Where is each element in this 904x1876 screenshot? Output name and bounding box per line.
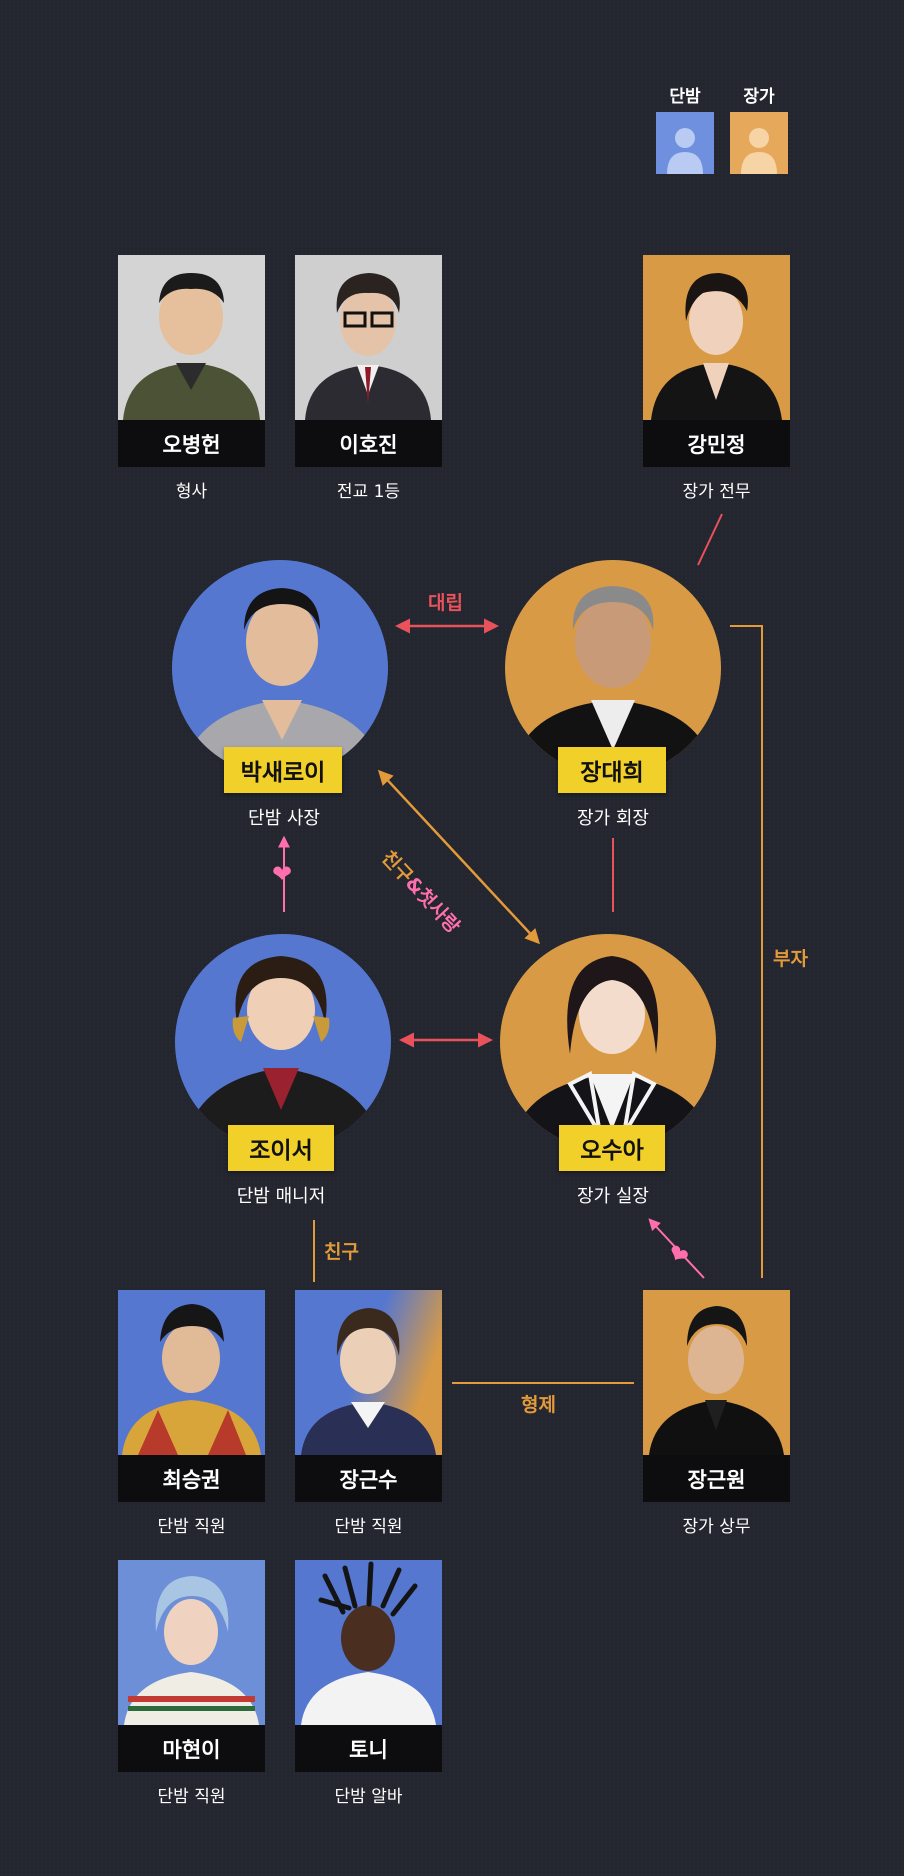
portrait-photo <box>643 1290 790 1455</box>
card-role: 단밤 알바 <box>334 1787 403 1807</box>
role-jo-yiseo: 단밤 매니저 <box>236 1186 326 1207</box>
portrait-photo <box>643 255 790 420</box>
relation-label-friend: 친구 <box>324 1241 359 1263</box>
card-jang-geunsu[interactable]: 장근수 단밤 직원 <box>295 1290 442 1537</box>
role-jang-daehee: 장가 회장 <box>577 808 649 829</box>
card-name: 강민정 <box>643 420 790 467</box>
card-role: 장가 상무 <box>682 1517 751 1537</box>
card-role: 전교 1등 <box>336 482 401 502</box>
card-oh-byeongheon[interactable]: 오병헌 형사 <box>118 255 265 502</box>
arrow-jkw-oh <box>648 1218 705 1279</box>
name-tag-park-saeroy: 박새로이 <box>224 747 342 793</box>
heart-icon: ❤ <box>272 860 293 888</box>
card-ma-hyeoni[interactable]: 마현이 단밤 직원 <box>118 1560 265 1807</box>
line-father-son <box>730 625 763 1278</box>
circle-jo-yiseo[interactable] <box>175 934 391 1150</box>
name-tag-jang-daehee: 장대희 <box>558 747 666 793</box>
arrow-friend-firstlove <box>377 769 541 945</box>
card-role: 장가 전무 <box>682 482 751 502</box>
person-silhouette-icon <box>741 128 777 174</box>
role-oh-sooa: 장가 실장 <box>577 1186 649 1207</box>
circle-jang-daehee[interactable] <box>505 560 721 776</box>
name-tag-oh-sooa: 오수아 <box>559 1125 665 1171</box>
legend-label-jangga: 장가 <box>743 87 775 107</box>
card-role: 형사 <box>175 482 208 502</box>
card-name: 마현이 <box>118 1725 265 1772</box>
legend-swatch-danbam <box>656 112 714 174</box>
person-silhouette-icon <box>667 128 703 174</box>
portrait-photo <box>295 1290 442 1455</box>
card-name: 장근수 <box>295 1455 442 1502</box>
legend-label-danbam: 단밤 <box>669 87 701 107</box>
portrait-photo <box>118 1560 265 1725</box>
circle-oh-sooa[interactable] <box>500 934 716 1150</box>
circle-park-saeroy[interactable] <box>172 560 388 776</box>
line-kang-jang <box>697 513 723 566</box>
relation-label-father-son: 부자 <box>773 948 808 970</box>
portrait-photo <box>118 255 265 420</box>
card-role: 단밤 직원 <box>157 1517 226 1537</box>
card-role: 단밤 직원 <box>334 1517 403 1537</box>
card-name: 오병헌 <box>118 420 265 467</box>
portrait-photo <box>118 1290 265 1455</box>
card-choi-seunggwon[interactable]: 최승권 단밤 직원 <box>118 1290 265 1537</box>
card-lee-hojin[interactable]: 이호진 전교 1등 <box>295 255 442 502</box>
role-park-saeroy: 단밤 사장 <box>248 808 320 829</box>
card-jang-geunwon[interactable]: 장근원 장가 상무 <box>643 1290 790 1537</box>
card-kang-minjeong[interactable]: 강민정 장가 전무 <box>643 255 790 502</box>
legend-swatch-jangga <box>730 112 788 174</box>
card-role: 단밤 직원 <box>157 1787 226 1807</box>
card-name: 장근원 <box>643 1455 790 1502</box>
card-name: 토니 <box>295 1725 442 1772</box>
card-name: 이호진 <box>295 420 442 467</box>
relation-label-brothers: 형제 <box>521 1394 556 1416</box>
card-name: 최승권 <box>118 1455 265 1502</box>
portrait-photo <box>295 1560 442 1725</box>
name-tag-jo-yiseo: 조이서 <box>228 1125 334 1171</box>
relation-label-rivalry: 대립 <box>428 592 463 614</box>
card-tony[interactable]: 토니 단밤 알바 <box>295 1560 442 1807</box>
portrait-photo <box>295 255 442 420</box>
